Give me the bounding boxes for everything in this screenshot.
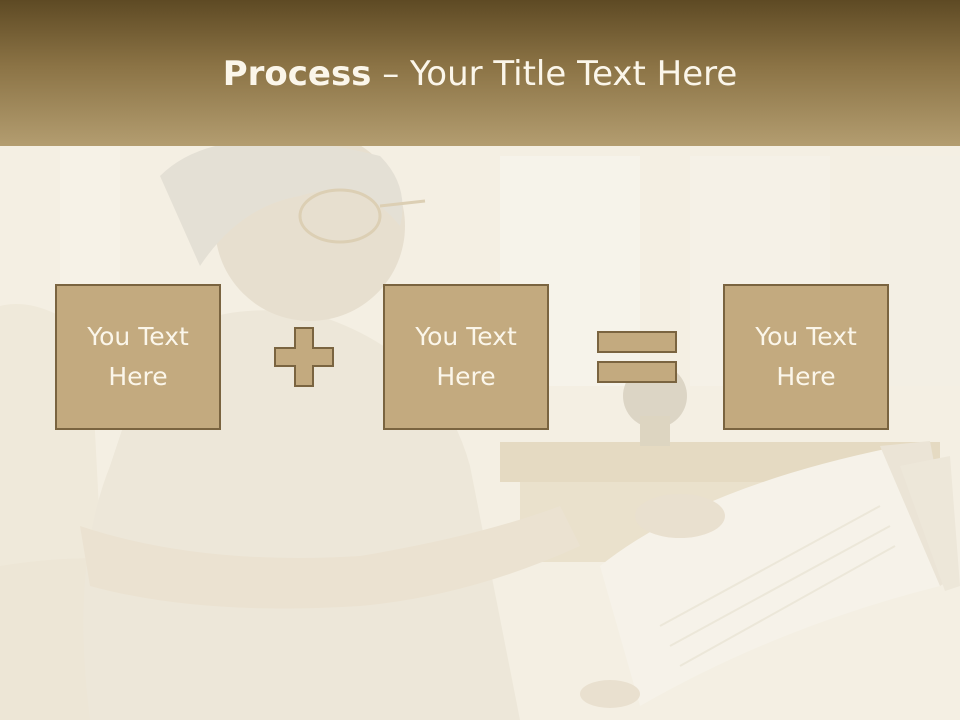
process-box-2-label: You Text Here <box>415 322 517 391</box>
process-box-3: You Text Here <box>723 284 889 430</box>
process-box-2: You Text Here <box>383 284 549 430</box>
process-box-1: You Text Here <box>55 284 221 430</box>
process-box-3-label: You Text Here <box>755 322 857 391</box>
equals-icon <box>597 331 677 383</box>
title-banner: Process – Your Title Text Here <box>0 0 960 146</box>
title-bold: Process <box>222 54 372 94</box>
title-rest: – Your Title Text Here <box>371 54 738 94</box>
background-photo-illustration <box>0 146 960 720</box>
background-photo <box>0 146 960 720</box>
slide-title: Process – Your Title Text Here <box>0 52 960 96</box>
process-box-1-label: You Text Here <box>87 322 189 391</box>
plus-icon <box>274 327 334 387</box>
